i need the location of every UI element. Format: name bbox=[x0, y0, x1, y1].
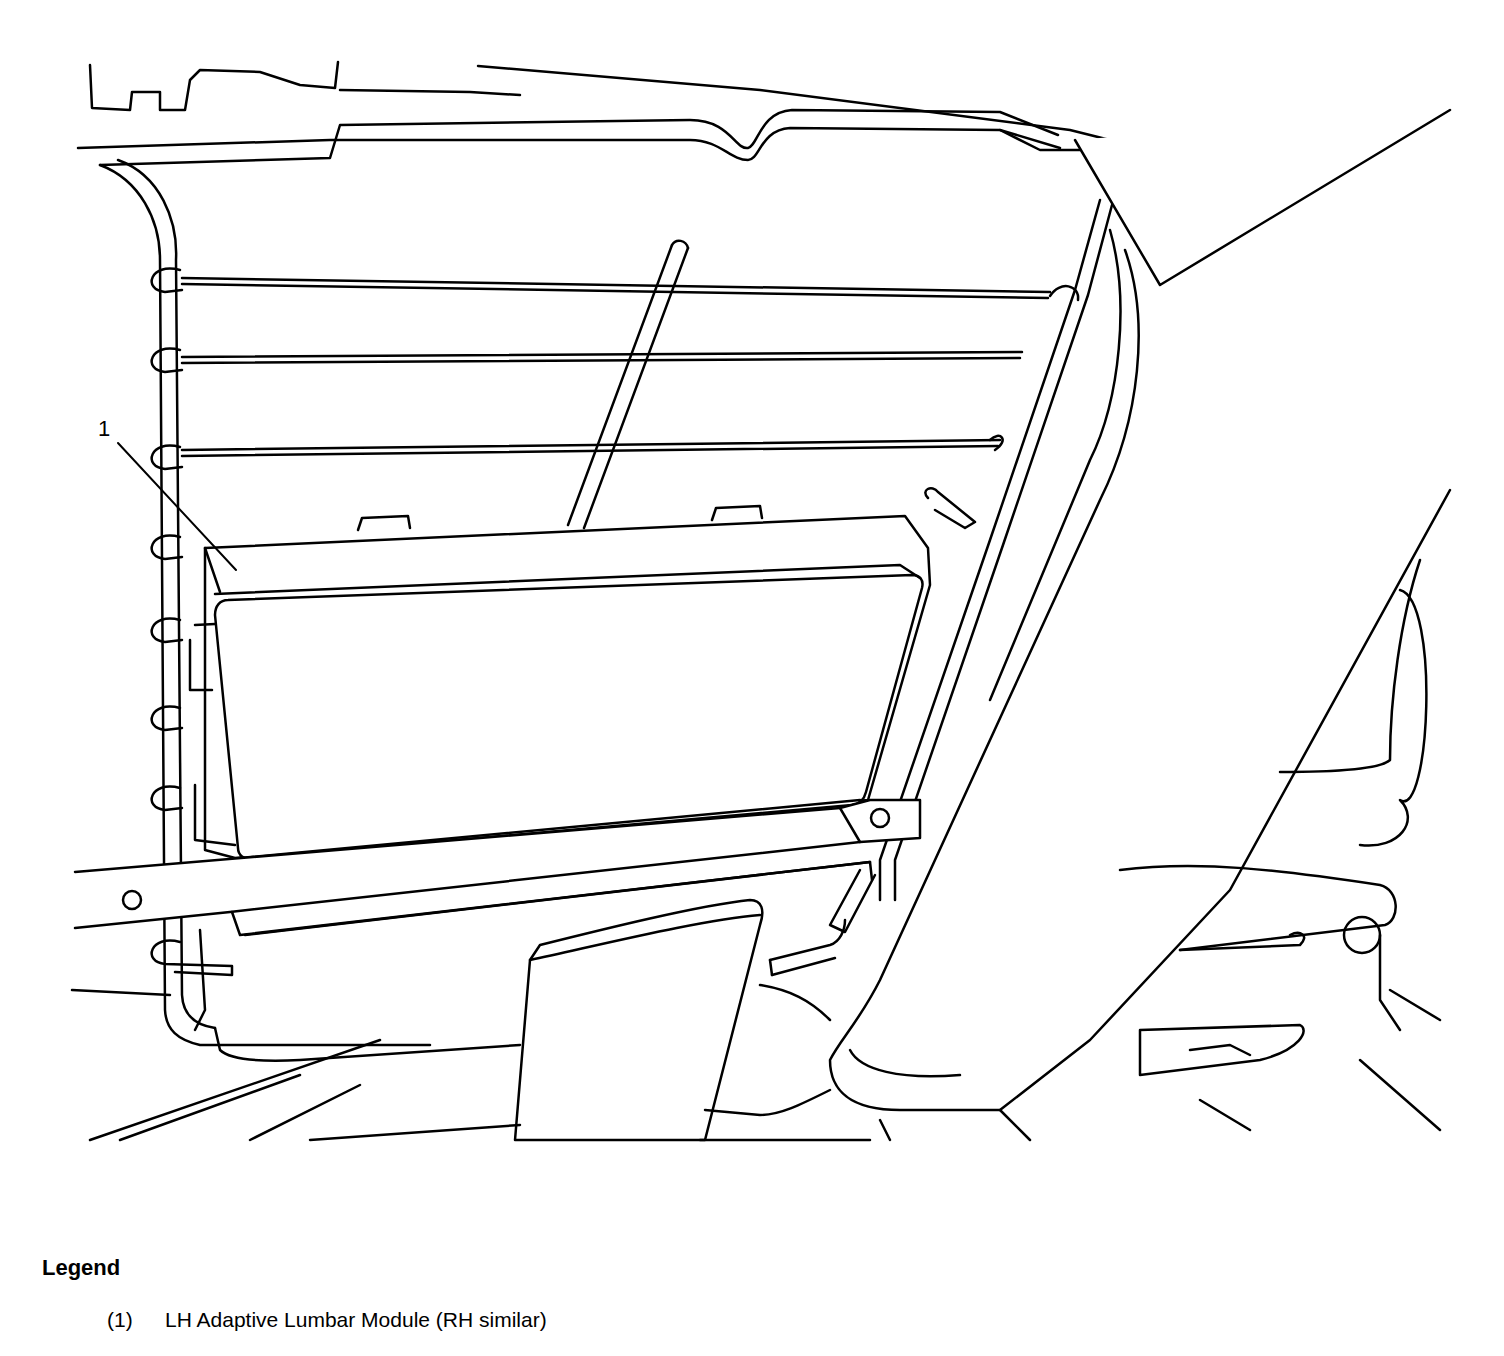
legend-heading: Legend bbox=[42, 1257, 120, 1279]
seat-pan-piece bbox=[530, 915, 760, 960]
seat-cushion bbox=[990, 230, 1120, 700]
leader-line bbox=[118, 443, 236, 570]
floor-lines bbox=[72, 985, 890, 1140]
seat-frame bbox=[78, 128, 1060, 160]
legend-text: LH Adaptive Lumbar Module (RH similar) bbox=[165, 1309, 547, 1330]
seat-pan-piece bbox=[515, 900, 762, 1140]
wire-clip bbox=[1050, 286, 1078, 300]
cable bbox=[672, 241, 688, 248]
module-bracket bbox=[75, 800, 920, 1030]
seat-cushion bbox=[850, 1050, 960, 1076]
trim-piece bbox=[90, 62, 338, 110]
seat-cushion bbox=[830, 110, 1450, 1110]
cable bbox=[584, 248, 688, 528]
seat-wires bbox=[182, 278, 1050, 456]
cable bbox=[568, 245, 672, 525]
seat-frame bbox=[100, 110, 1058, 165]
seat-frame bbox=[1000, 130, 1080, 150]
callout-number: 1 bbox=[98, 418, 110, 440]
wire-clip bbox=[990, 436, 1003, 450]
trim-edge bbox=[340, 90, 520, 95]
side-panel bbox=[1000, 560, 1440, 1140]
legend-number: (1) bbox=[107, 1309, 133, 1330]
